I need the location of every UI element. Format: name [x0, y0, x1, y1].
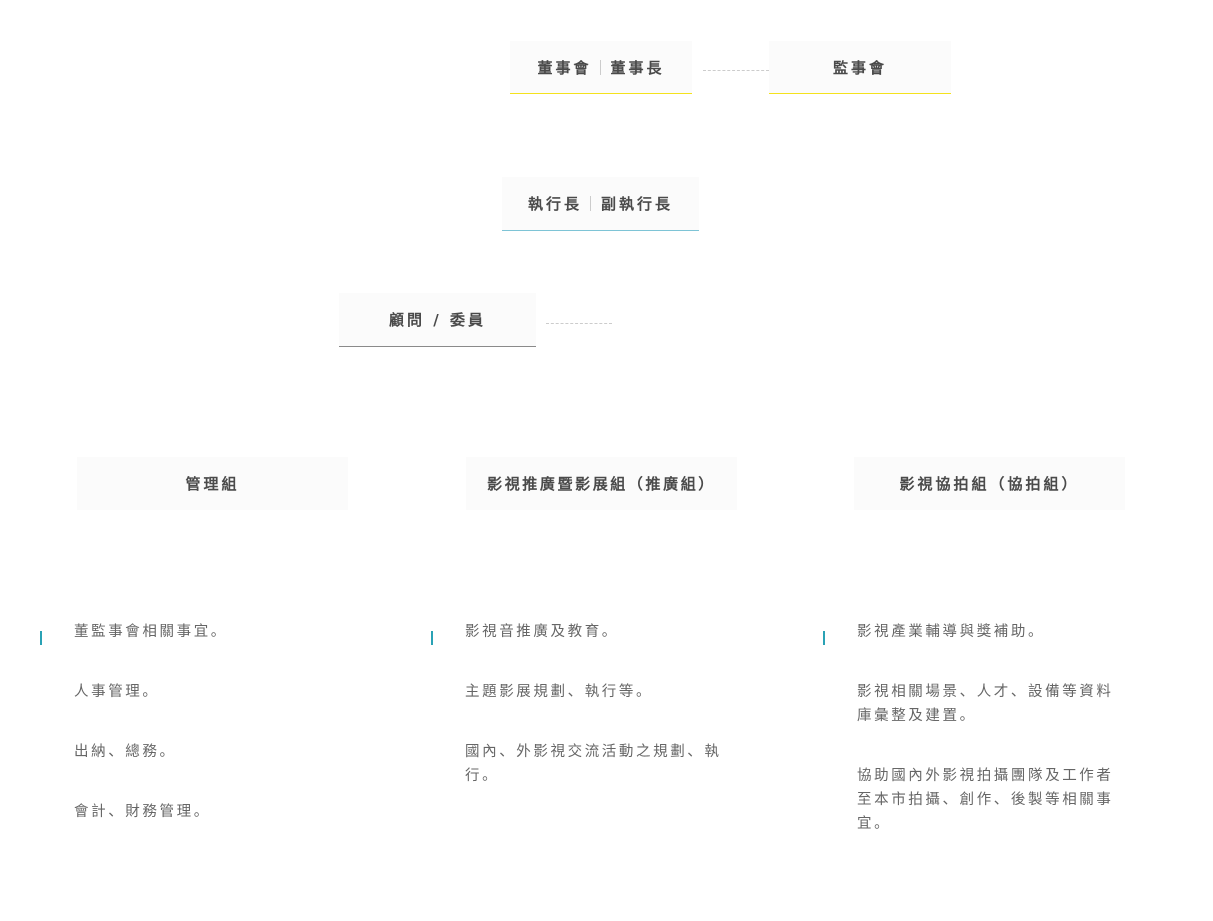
- ceo-box: 執行長 副執行長: [502, 177, 699, 231]
- duty-item: 董監事會相關事宜。: [74, 624, 228, 640]
- connector-board-supervisors: [703, 70, 769, 71]
- duties-list: 影視產業輔導與獎補助。 影視相關場景、人才、設備等資料庫彙整及建置。 協助國內外…: [823, 620, 1123, 836]
- title-separator: [590, 196, 591, 211]
- duties-column-promotion: 影視音推廣及教育。 主題影展規劃、執行等。 國內、外影視交流活動之規劃、執行。: [431, 620, 731, 824]
- group-box-promotion: 影視推廣暨影展組（推廣組）: [466, 457, 737, 510]
- ceo-label: 執行長: [527, 195, 582, 213]
- accent-bar: [823, 631, 825, 645]
- title-separator: [599, 59, 601, 75]
- group-title: 影視協拍組（協拍組）: [899, 475, 1080, 493]
- duties-list: 影視音推廣及教育。 主題影展規劃、執行等。 國內、外影視交流活動之規劃、執行。: [431, 620, 731, 788]
- chairman-label: 董事長: [610, 58, 665, 77]
- board-box: 董事會 董事長: [510, 41, 692, 94]
- duty-item: 人事管理。: [74, 684, 160, 700]
- duty-item: 影視相關場景、人才、設備等資料庫彙整及建置。: [857, 684, 1114, 724]
- group-title: 管理組: [185, 475, 240, 493]
- duty-item: 協助國內外影視拍攝團隊及工作者至本市拍攝、創作、後製等相關事宜。: [857, 768, 1114, 832]
- advisors-label: 顧問 / 委員: [389, 311, 486, 329]
- duty-item: 國內、外影視交流活動之規劃、執行。: [465, 744, 722, 784]
- deputy-ceo-label: 副執行長: [601, 195, 674, 213]
- advisors-box: 顧問 / 委員: [339, 293, 536, 347]
- group-title: 影視推廣暨影展組（推廣組）: [487, 475, 716, 493]
- supervisors-label: 監事會: [832, 58, 887, 77]
- duty-item: 影視音推廣及教育。: [465, 624, 619, 640]
- duties-list: 董監事會相關事宜。 人事管理。 出納、總務。 會計、財務管理。: [40, 620, 340, 824]
- group-box-filming-assistance: 影視協拍組（協拍組）: [854, 457, 1125, 510]
- accent-bar: [431, 631, 433, 645]
- board-label: 董事會: [537, 58, 592, 77]
- duties-column-filming-assistance: 影視產業輔導與獎補助。 影視相關場景、人才、設備等資料庫彙整及建置。 協助國內外…: [823, 620, 1123, 872]
- supervisors-box: 監事會: [769, 41, 951, 94]
- duty-item: 主題影展規劃、執行等。: [465, 684, 654, 700]
- connector-advisors: [546, 323, 612, 324]
- duty-item: 影視產業輔導與獎補助。: [857, 624, 1046, 640]
- duty-item: 會計、財務管理。: [74, 804, 211, 820]
- group-box-management: 管理組: [77, 457, 348, 510]
- duty-item: 出納、總務。: [74, 744, 177, 760]
- accent-bar: [40, 631, 42, 645]
- duties-column-management: 董監事會相關事宜。 人事管理。 出納、總務。 會計、財務管理。: [40, 620, 340, 860]
